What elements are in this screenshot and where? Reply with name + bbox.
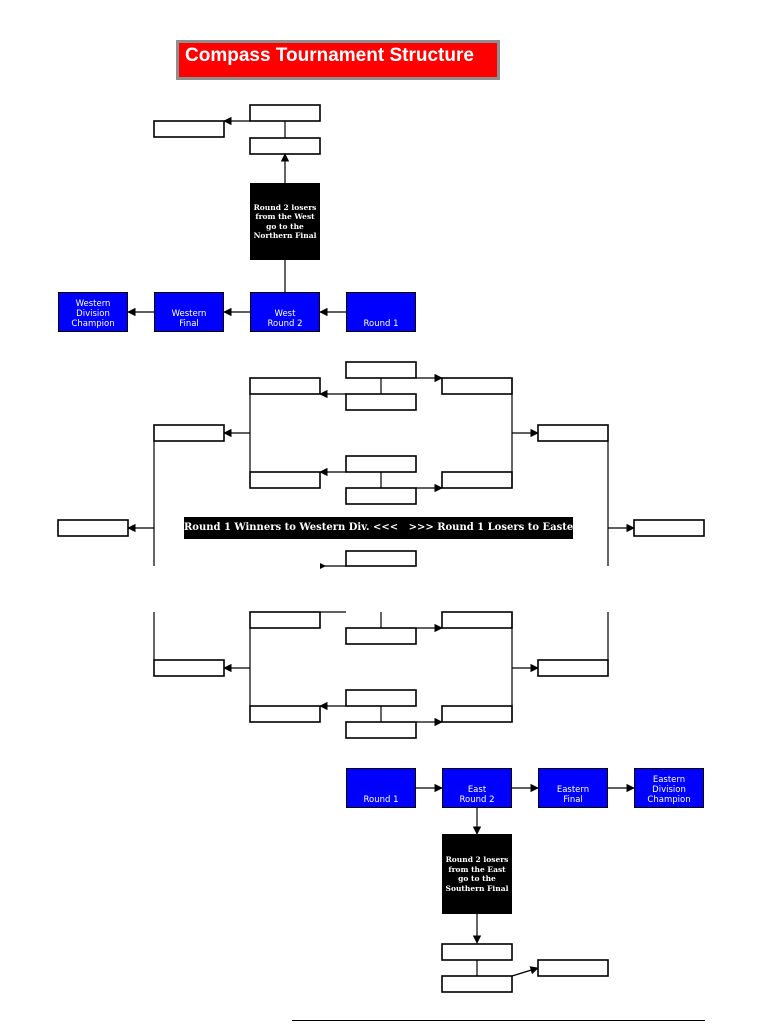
western-slot — [249, 705, 321, 723]
round1-slot — [345, 721, 417, 739]
page-bottom-rule — [292, 1020, 705, 1025]
western-division-champion-box: Western Division Champion — [58, 292, 128, 332]
western-slot — [249, 471, 321, 489]
east-row-arrows — [416, 783, 635, 835]
bracket-slot — [441, 943, 513, 961]
eastern-final-box: Eastern Final — [538, 768, 608, 808]
northern-final-note: Round 2 losers from the West go to the N… — [250, 183, 320, 260]
eastern-slot — [441, 611, 513, 629]
arrow — [511, 966, 539, 977]
eastern-semi-slot — [537, 424, 609, 442]
round1-slot — [345, 455, 417, 473]
eastern-division-champion-box: Eastern Division Champion — [634, 768, 704, 808]
western-slot — [249, 377, 321, 395]
eastern-final-slot — [633, 519, 705, 537]
page-title: Compass Tournament Structure — [176, 40, 500, 80]
eastern-slot — [441, 705, 513, 723]
winners-losers-banner: Round 1 Winners to Western Div. <<< >>> … — [184, 517, 573, 539]
western-semi-slot — [153, 659, 225, 677]
round1-slot — [345, 627, 417, 645]
central-bracket-lower — [153, 611, 609, 739]
bracket-slot — [537, 959, 609, 977]
western-semi-slot — [153, 424, 225, 442]
central-bracket-upper — [57, 361, 705, 569]
northern-final-bracket — [153, 104, 321, 292]
bracket-slot — [249, 137, 321, 155]
bracket-slot — [153, 120, 225, 138]
western-final-slot — [57, 519, 129, 537]
east-round1-box: Round 1 — [346, 768, 416, 808]
eastern-semi-slot — [537, 659, 609, 677]
round1-slot — [345, 550, 417, 567]
round1-slot — [345, 393, 417, 411]
west-round1-box: Round 1 — [346, 292, 416, 332]
round1-slot — [345, 361, 417, 379]
eastern-slot — [441, 377, 513, 395]
arrowhead — [320, 563, 326, 569]
western-final-box: Western Final — [154, 292, 224, 332]
bracket-slot — [441, 975, 513, 993]
round1-slot — [345, 689, 417, 707]
southern-final-bracket — [441, 914, 609, 993]
east-round2-box: East Round 2 — [442, 768, 512, 808]
western-slot — [249, 611, 321, 629]
southern-final-note: Round 2 losers from the East go to the S… — [442, 834, 512, 914]
round1-slot — [345, 487, 417, 505]
bracket-slot — [249, 104, 321, 122]
west-round2-box: West Round 2 — [250, 292, 320, 332]
eastern-slot — [441, 471, 513, 489]
